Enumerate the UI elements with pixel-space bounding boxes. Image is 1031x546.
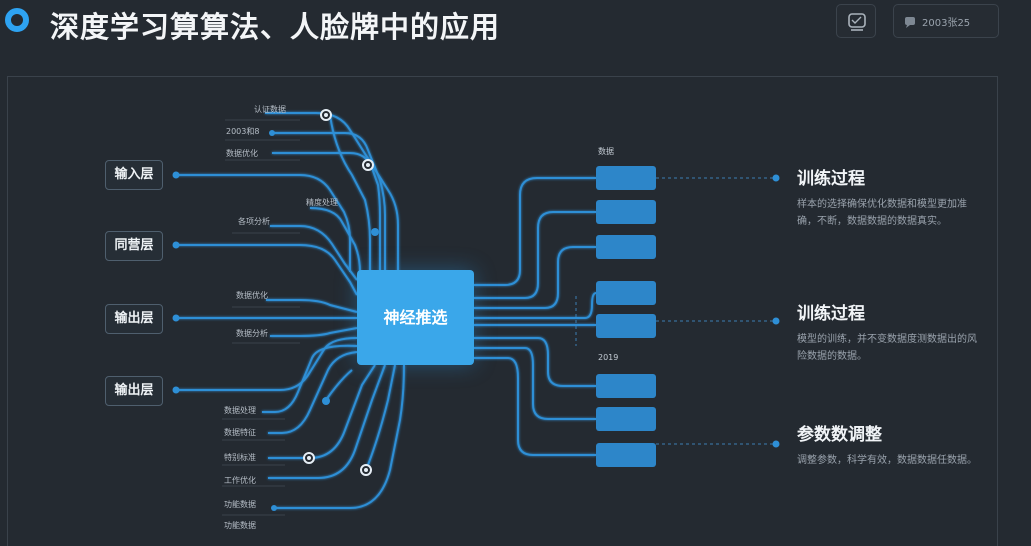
monitor-icon xyxy=(848,13,866,31)
page-title: 深度学习算算法、人脸牌中的应用 xyxy=(50,10,501,44)
output-node[interactable] xyxy=(596,407,656,431)
connection-dots xyxy=(172,130,780,511)
date-label: 2003张25 xyxy=(922,18,971,29)
layer-output[interactable]: 输出层 xyxy=(105,304,163,334)
layer-input[interactable]: 输入层 xyxy=(105,160,163,190)
center-node[interactable]: 神经推选 xyxy=(357,270,474,365)
output-node[interactable] xyxy=(596,166,656,190)
output-node[interactable] xyxy=(596,200,656,224)
input-label: 工作优化 xyxy=(224,476,256,485)
output-node[interactable] xyxy=(596,443,656,467)
section-desc-training-2: 模型的训练，并不变数据度测数据出的风险数据的数据。 xyxy=(797,334,977,362)
input-label: 功能数据 xyxy=(224,521,256,530)
input-label: 数据优化 xyxy=(236,291,268,300)
output-node[interactable] xyxy=(596,314,656,338)
chat-icon xyxy=(905,17,915,28)
date-button[interactable]: 2003张25 xyxy=(893,4,999,38)
input-label: 数据处理 xyxy=(224,406,256,415)
ring-markers xyxy=(303,109,374,476)
output-node[interactable] xyxy=(596,281,656,305)
title-bar: 深度学习算算法、人脸牌中的应用 2003张25 xyxy=(0,0,1031,52)
diagram-panel xyxy=(7,76,998,546)
output-label: 2019 xyxy=(598,353,619,362)
input-label: 数据优化 xyxy=(226,149,258,158)
input-label: 精度处理 xyxy=(306,198,338,207)
input-label: 各项分析 xyxy=(238,217,270,226)
section-title-tuning: 参数数调整 xyxy=(797,425,882,445)
section-title-training-2: 训练过程 xyxy=(797,304,865,324)
monitor-button[interactable] xyxy=(836,4,876,38)
output-node[interactable] xyxy=(596,374,656,398)
input-label: 认证数据 xyxy=(254,105,286,114)
input-label: 数据分析 xyxy=(236,329,268,338)
input-label: 2003和8 xyxy=(226,127,260,136)
input-label: 数据特征 xyxy=(224,428,256,437)
output-node[interactable] xyxy=(596,235,656,259)
input-label: 特别标准 xyxy=(224,453,256,462)
section-title-training: 训练过程 xyxy=(797,169,865,189)
output-connections xyxy=(474,177,597,456)
ring-icon xyxy=(5,8,29,32)
label-underlines xyxy=(222,119,300,516)
section-desc-tuning: 调整参数，科学有效，数据数据任数据。 xyxy=(797,455,977,466)
layer-hidden[interactable]: 同营层 xyxy=(105,231,163,261)
section-desc-training: 样本的选择确保优化数据和模型更加准确，不断，数据数据的数据真实。 xyxy=(797,199,967,227)
output-label: 数据 xyxy=(598,147,614,156)
input-label: 功能数据 xyxy=(224,500,256,509)
layer-output-2[interactable]: 输出层 xyxy=(105,376,163,406)
dashed-connectors xyxy=(575,177,776,445)
